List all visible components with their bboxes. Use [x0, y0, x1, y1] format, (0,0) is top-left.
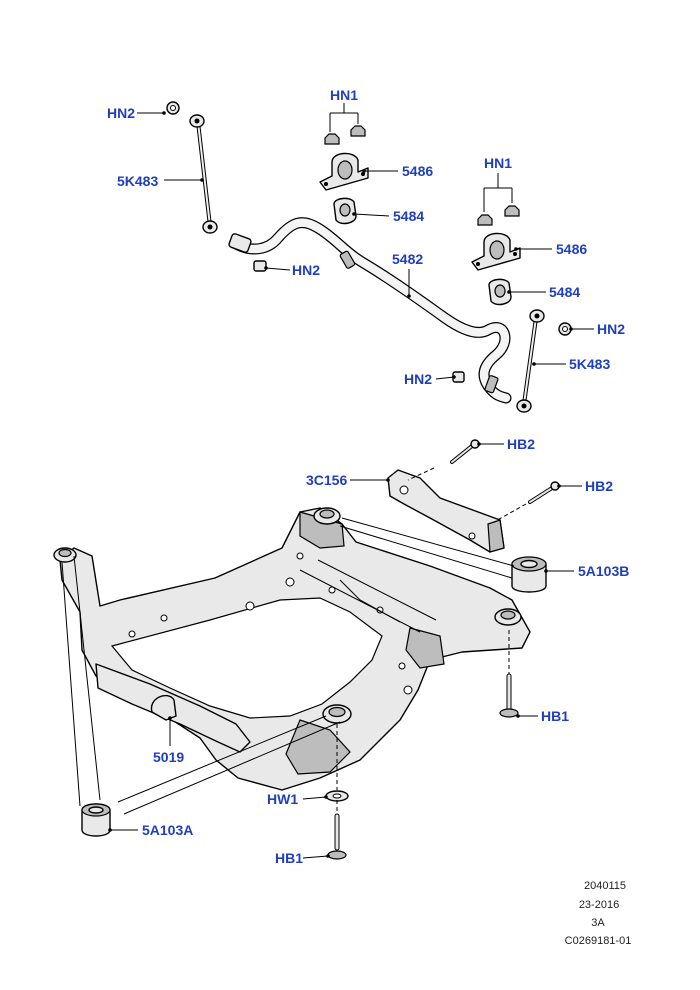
- bolt-hb1-right[interactable]: [499, 673, 519, 718]
- callout-hw1[interactable]: HW1: [267, 791, 298, 807]
- callout-hb1-bottom[interactable]: HB1: [275, 850, 303, 866]
- callout-hn2-under-bar[interactable]: HN2: [292, 262, 320, 278]
- callout-5a103a[interactable]: 5A103A: [142, 822, 193, 838]
- mount-right[interactable]: [494, 608, 522, 626]
- callout-hn2-right[interactable]: HN2: [597, 321, 625, 337]
- clamp-5486-top[interactable]: [319, 152, 369, 191]
- callout-hb2-upper[interactable]: HB2: [507, 436, 535, 452]
- callout-5486-right[interactable]: 5486: [556, 241, 587, 257]
- callout-5486-top[interactable]: 5486: [402, 163, 433, 179]
- nut-hn2-under-bar[interactable]: [253, 260, 267, 272]
- callout-hn1-top[interactable]: HN1: [330, 87, 358, 103]
- callout-5a103b[interactable]: 5A103B: [578, 563, 629, 579]
- mount-rear-left[interactable]: [313, 507, 341, 525]
- mount-front-center[interactable]: [322, 704, 352, 724]
- mount-5a103b[interactable]: [511, 556, 547, 593]
- stabilizer-bar[interactable]: [228, 217, 512, 404]
- ref-line-3: 3A: [591, 917, 605, 929]
- mount-5a103a[interactable]: [81, 803, 111, 837]
- callout-5k483-left[interactable]: 5K483: [117, 173, 158, 189]
- brace-3c156[interactable]: [387, 469, 505, 553]
- callout-5k483-right[interactable]: 5K483: [569, 356, 610, 372]
- bolt-hb2-lower[interactable]: [528, 481, 560, 504]
- callout-5484-top[interactable]: 5484: [393, 208, 424, 224]
- link-rod-left[interactable]: [189, 114, 218, 234]
- bushing-5484-right[interactable]: [488, 278, 512, 306]
- callout-hn2-top-left[interactable]: HN2: [107, 105, 135, 121]
- ref-line-4: C0269181-01: [565, 935, 632, 947]
- callout-hn1-right[interactable]: HN1: [484, 155, 512, 171]
- callout-5482[interactable]: 5482: [392, 251, 423, 267]
- callout-hn2-lower[interactable]: HN2: [404, 371, 432, 387]
- nut-hn1-top[interactable]: [324, 125, 366, 145]
- nut-hn1-right[interactable]: [477, 205, 520, 226]
- leader-lines: [61, 103, 594, 859]
- callout-3c156[interactable]: 3C156: [306, 472, 347, 488]
- bracket-5019[interactable]: [150, 694, 177, 721]
- washer-hw1[interactable]: [325, 790, 349, 802]
- bushing-5484-top[interactable]: [333, 197, 357, 225]
- ref-line-2: 23-2016: [579, 899, 619, 911]
- front-subframe[interactable]: [59, 507, 531, 791]
- callout-5484-right[interactable]: 5484: [549, 284, 580, 300]
- callout-5019[interactable]: 5019: [153, 749, 184, 765]
- nut-hn2-top-left[interactable]: [166, 101, 180, 115]
- callout-hb1-right[interactable]: HB1: [541, 708, 569, 724]
- bolt-hb2-upper[interactable]: [450, 439, 480, 464]
- bolt-hb1-bottom[interactable]: [327, 813, 347, 860]
- mount-left-top[interactable]: [53, 547, 77, 563]
- ref-line-1: 2040115: [584, 880, 626, 892]
- callout-hb2-lower[interactable]: HB2: [585, 478, 613, 494]
- clamp-5486-right[interactable]: [471, 232, 521, 271]
- link-rod-right[interactable]: [516, 309, 545, 413]
